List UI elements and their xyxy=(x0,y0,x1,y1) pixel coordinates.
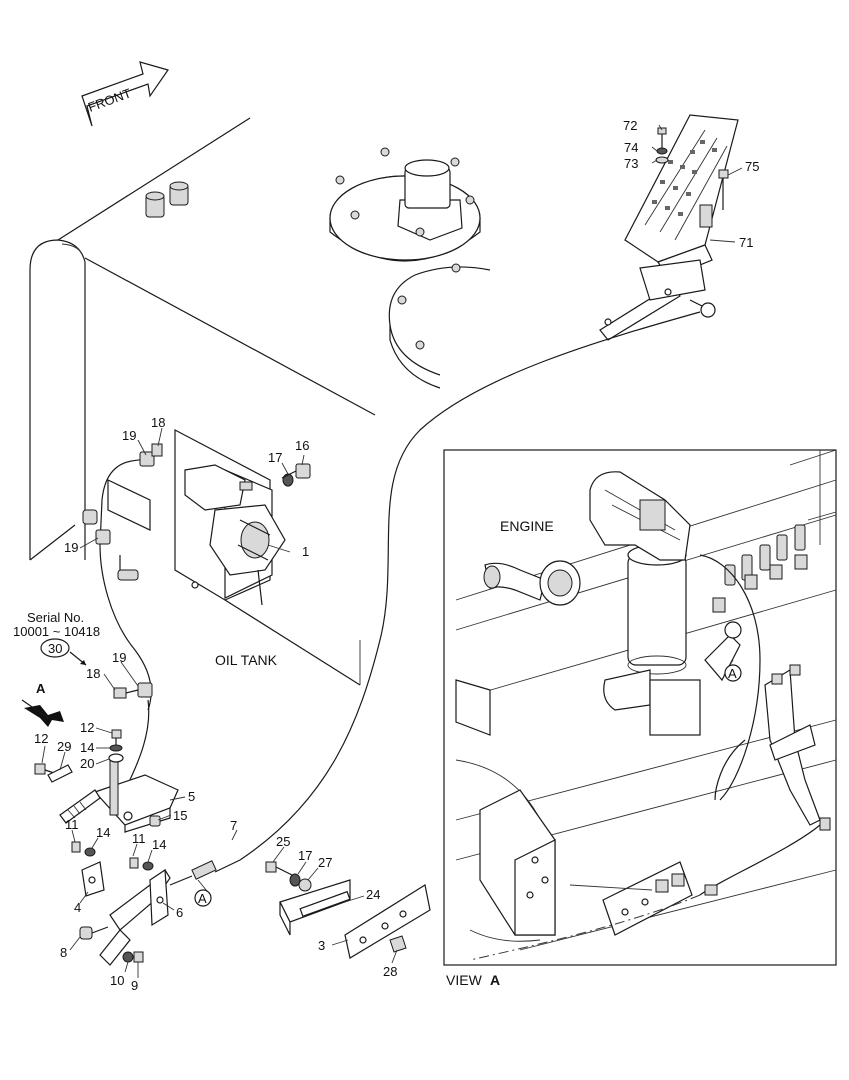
tank-cover-flange xyxy=(329,147,481,262)
part-label-10: 10 xyxy=(110,973,124,988)
serial-title: Serial No. xyxy=(27,610,84,625)
part-label-18a: 18 xyxy=(151,415,165,430)
part-label-25: 25 xyxy=(276,834,290,849)
part-label-15: 15 xyxy=(173,808,187,823)
part-label-19a: 19 xyxy=(122,428,136,443)
front-arrow-icon: FRONT xyxy=(81,61,169,127)
part-label-19c: 19 xyxy=(112,650,126,665)
upper-bracket-cable xyxy=(82,443,311,711)
view-arrow-letter: A xyxy=(36,681,46,696)
part-label-4: 4 xyxy=(74,900,81,915)
part-label-5: 5 xyxy=(188,789,195,804)
part-label-75: 75 xyxy=(745,159,759,174)
view-circle-marker-lower xyxy=(194,889,212,907)
serial-circled-part: 30 xyxy=(48,641,62,656)
part-label-73: 73 xyxy=(624,156,638,171)
part-label-1: 1 xyxy=(302,544,309,559)
view-prefix-label: VIEW xyxy=(446,972,483,988)
part-label-14b: 14 xyxy=(96,825,110,840)
leader-lines xyxy=(41,124,743,978)
part-label-28: 28 xyxy=(383,964,397,979)
part-label-8: 8 xyxy=(60,945,67,960)
injector-row xyxy=(712,524,808,613)
part-label-27: 27 xyxy=(318,855,332,870)
serial-range: 10001 ~ 10418 xyxy=(13,624,100,639)
part-label-24: 24 xyxy=(366,887,380,902)
view-letter-label: A xyxy=(490,972,500,988)
tank-cover-second xyxy=(388,263,491,389)
view-circle-marker-inset xyxy=(724,664,742,682)
part-label-6: 6 xyxy=(176,905,183,920)
view-circle-letter-inset: A xyxy=(728,666,737,681)
engine-label: ENGINE xyxy=(500,518,554,534)
part-label-14c: 14 xyxy=(152,837,166,852)
part-label-18b: 18 xyxy=(86,666,100,681)
part-label-9: 9 xyxy=(131,978,138,993)
part-label-3: 3 xyxy=(318,938,325,953)
oil-tank-label: OIL TANK xyxy=(215,652,278,668)
lower-linkage xyxy=(34,682,217,966)
part-label-17a: 17 xyxy=(268,450,282,465)
accelerator-cable xyxy=(214,311,701,873)
cable-bracket xyxy=(265,861,431,959)
part-label-16: 16 xyxy=(295,438,309,453)
view-a-inset xyxy=(443,449,837,966)
part-label-74: 74 xyxy=(624,140,638,155)
serial-circle-marker xyxy=(40,638,87,666)
part-label-20: 20 xyxy=(80,756,94,771)
part-label-72: 72 xyxy=(623,118,637,133)
part-label-12b: 12 xyxy=(34,731,48,746)
part-label-19b: 19 xyxy=(64,540,78,555)
part-label-11a: 11 xyxy=(65,817,79,832)
part-label-7: 7 xyxy=(230,818,237,833)
oil-tank-outline xyxy=(29,117,376,686)
part-label-12a: 12 xyxy=(80,720,94,735)
view-circle-letter-lower: A xyxy=(198,891,207,906)
view-a-arrow-icon xyxy=(21,699,64,727)
part-label-29: 29 xyxy=(57,739,71,754)
governor-motor xyxy=(174,429,286,606)
part-label-11b: 11 xyxy=(132,831,146,846)
accelerator-pedal xyxy=(599,114,739,341)
part-label-71: 71 xyxy=(739,235,753,250)
part-label-14a: 14 xyxy=(80,740,94,755)
part-label-17b: 17 xyxy=(298,848,312,863)
